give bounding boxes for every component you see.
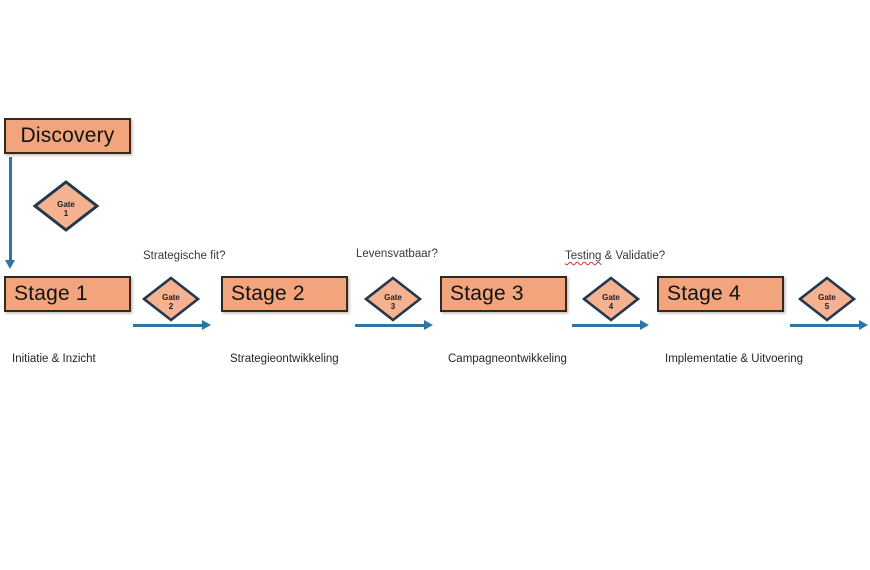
discovery-to-stage1-arrow (9, 157, 12, 260)
gate-number: 3 (390, 302, 396, 311)
stage-2-label: Stage 2 (231, 282, 305, 305)
discovery-label: Discovery (20, 124, 115, 147)
gate-2-label: Gate 2 (141, 275, 201, 323)
stage3-to-stage4-arrow (572, 324, 640, 327)
gate-word: Gate (57, 200, 75, 209)
spellcheck-marked-word: Testing (565, 250, 602, 262)
gate-number: 4 (608, 302, 614, 311)
gate-word: Gate (384, 293, 402, 302)
discovery-box: Discovery (4, 118, 131, 154)
stage-2-box: Stage 2 (221, 276, 348, 312)
gate-word: Gate (162, 293, 180, 302)
stage2-to-stage3-arrow (355, 324, 424, 327)
gate-5-diamond: Gate 5 (797, 275, 857, 323)
stage-1-label: Stage 1 (14, 282, 88, 305)
gate-3-diamond: Gate 3 (363, 275, 423, 323)
diamond-shape-icon (581, 276, 641, 322)
gate-2-question: Strategische fit? (143, 250, 226, 262)
gate-3-question: Levensvatbaar? (356, 248, 438, 260)
gate-4-diamond: Gate 4 (581, 275, 641, 323)
stage-4-label: Stage 4 (667, 282, 741, 305)
gate-number: 5 (824, 302, 830, 311)
stage-1-box: Stage 1 (4, 276, 131, 312)
gate-number: 2 (168, 302, 174, 311)
gate-2-diamond: Gate 2 (141, 275, 201, 323)
gate-1-label: Gate 1 (32, 179, 100, 233)
gate-1-diamond: Gate 1 (32, 179, 100, 233)
gate-number: 1 (63, 209, 69, 218)
gate-5-label: Gate 5 (797, 275, 857, 323)
gate-3-label: Gate 3 (363, 275, 423, 323)
gate-4-question: Testing & Validatie? (565, 250, 665, 262)
stage-4-phase-label: Implementatie & Uitvoering (665, 353, 804, 365)
stage-3-box: Stage 3 (440, 276, 567, 312)
gate-word: Gate (818, 293, 836, 302)
diamond-shape-icon (32, 180, 100, 232)
stage-3-label: Stage 3 (450, 282, 524, 305)
stage4-exit-arrow (790, 324, 859, 327)
diamond-shape-icon (141, 276, 201, 322)
question-rest: & Validatie? (601, 250, 666, 262)
gate-word: Gate (602, 293, 620, 302)
diamond-shape-icon (363, 276, 423, 322)
stage-3-phase-label: Campagneontwikkeling (448, 353, 567, 365)
gate-4-label: Gate 4 (581, 275, 641, 323)
stage-2-phase-label: Strategieontwikkeling (230, 353, 339, 365)
stage-4-box: Stage 4 (657, 276, 784, 312)
stage1-to-stage2-arrow (133, 324, 202, 327)
diamond-shape-icon (797, 276, 857, 322)
stage-1-phase-label: Initiatie & Inzicht (12, 353, 96, 365)
